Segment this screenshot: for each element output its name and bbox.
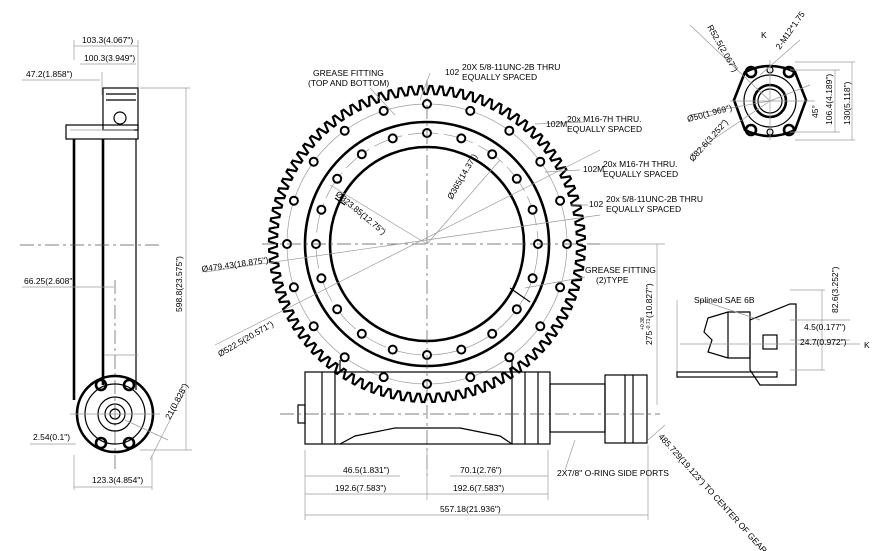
dim-192-6-right: 192.6(7.583"): [453, 483, 504, 493]
bolt-hole: [456, 133, 467, 144]
end-view: [689, 24, 855, 156]
bolt-hole: [339, 352, 350, 363]
bolt-hole: [378, 372, 389, 383]
dim-24-7: 24.7(0.972"): [800, 337, 847, 347]
motor-adapter: [604, 374, 648, 444]
dim-106-4: 106.4(4.189"): [824, 74, 834, 125]
motor-view-label-k: K: [864, 340, 870, 350]
callout-2-spacing: EQUALLY SPACED: [567, 124, 642, 134]
note-grease-top-2: (TOP AND BOTTOM): [308, 78, 389, 88]
bolt-hole: [332, 173, 343, 184]
bolt-hole: [465, 372, 476, 383]
callout-3-ref: 102M: [583, 164, 604, 174]
bolt-hole: [387, 133, 398, 144]
dim-66-25: 66.25(2.608"): [24, 276, 75, 286]
dim-4-5: 4.5(0.177"): [804, 322, 846, 332]
callout-1-spec: 20X 5/8-11UNC-2B THRU: [462, 62, 560, 72]
bolt-hole: [487, 149, 498, 160]
bolt-hole: [504, 125, 515, 136]
note-grease-top-1: GREASE FITTING: [313, 68, 384, 78]
bolt-hole: [332, 304, 343, 315]
dim-557-18: 557.18(21.936"): [440, 504, 501, 514]
bolt-hole: [356, 328, 367, 339]
callout-2-spec: 20x M16-7H THRU.: [567, 114, 641, 124]
bolt-hole: [308, 156, 319, 167]
bolt-hole: [555, 195, 566, 206]
dim-275-tol-down: -0.71: [646, 318, 652, 330]
dim-123-3: 123.3(4.854"): [92, 475, 143, 485]
note-oring-ports: 2X7/8" O-RING SIDE PORTS: [557, 468, 669, 478]
worm-housing: [304, 371, 551, 445]
bolt-hole: [555, 282, 566, 293]
dim-485-729: 485.729(19.123") TO CENTER OF GEAR: [657, 432, 770, 551]
note-grease-side-1: GREASE FITTING: [585, 265, 656, 275]
dim-70-1: 70.1(2.76"): [460, 465, 502, 475]
bolt-hole: [456, 344, 467, 355]
bolt-hole: [339, 125, 350, 136]
bolt-hole: [504, 352, 515, 363]
motor-view: [676, 289, 860, 386]
bolt-hole: [316, 273, 327, 284]
callout-4-spec: 20x 5/8-11UNC-2B THRU: [606, 194, 703, 204]
bolt-hole: [288, 282, 299, 293]
end-view-label-k: K: [761, 30, 767, 40]
bolt-hole: [511, 173, 522, 184]
callout-2-ref: 102M: [546, 119, 567, 129]
dim-2-54: 2.54(0.1"): [33, 432, 70, 442]
bolt-hole: [356, 149, 367, 160]
dim-m12: 2-M12*1.75: [773, 9, 807, 51]
bolt-hole: [511, 304, 522, 315]
bolt-hole: [378, 105, 389, 116]
dim-46-5: 46.5(1.831"): [343, 465, 390, 475]
bolt-hole: [535, 321, 546, 332]
dim-598-8: 598.8(23.575"): [174, 256, 184, 312]
dim-inner-diameter: Ø323.85(12.75"): [334, 189, 388, 237]
worm-shaft-housing: [549, 383, 606, 433]
callout-3-spacing: EQUALLY SPACED: [603, 169, 678, 179]
dim-100-3: 100.3(3.949"): [84, 53, 135, 63]
bolt-hole: [535, 156, 546, 167]
bolt-hole: [387, 344, 398, 355]
bolt-hole: [316, 204, 327, 215]
dim-479-diameter: Ø479.43(18.875"): [201, 255, 269, 274]
callout-4-ref: 102: [589, 199, 603, 209]
dim-192-6-left: 192.6(7.583"): [335, 483, 386, 493]
gear-view: [204, 72, 666, 520]
dim-r52-5: R52.5(2.067"): [705, 23, 740, 74]
dim-d82-6: Ø82.6(3.252"): [687, 117, 730, 163]
slew-gear-teeth: [267, 84, 587, 404]
dim-47-2: 47.2(1.858"): [26, 69, 73, 79]
dim-angle: 45°: [810, 105, 820, 118]
mounting-flange: [65, 124, 139, 140]
dim-82-6-height: 82.6(3.252"): [830, 266, 840, 313]
dim-365-diameter: Ø365(14.37"): [445, 152, 479, 201]
bolt-hole: [465, 105, 476, 116]
callout-3-spec: 20x M16-7H THRU.: [603, 159, 677, 169]
bolt-hole: [527, 204, 538, 215]
bolt-hole: [527, 273, 538, 284]
dim-275-tol-up: +0.38: [640, 317, 646, 330]
note-grease-side-2: (2)TYPE: [596, 275, 629, 285]
callout-4-spacing: EQUALLY SPACED: [606, 204, 681, 214]
gearbox-section: [749, 303, 797, 386]
bolt-hole: [308, 321, 319, 332]
dim-130: 130(5.118"): [842, 81, 852, 125]
bolt-hole: [288, 195, 299, 206]
note-spline: Splined SAE 6B: [694, 295, 755, 305]
dim-275-inch: (10.827"): [644, 283, 654, 318]
splined-shaft: [703, 311, 751, 359]
callout-1-ref: 102: [445, 67, 459, 77]
side-view: [20, 40, 192, 490]
dim-275: 275: [644, 331, 654, 345]
dim-522-diameter: Ø522.5(20.571"): [216, 319, 275, 359]
bolt-hole: [487, 328, 498, 339]
dim-103-3: 103.3(4.067"): [82, 35, 133, 45]
callout-1-spacing: EQUALLY SPACED: [462, 72, 537, 82]
